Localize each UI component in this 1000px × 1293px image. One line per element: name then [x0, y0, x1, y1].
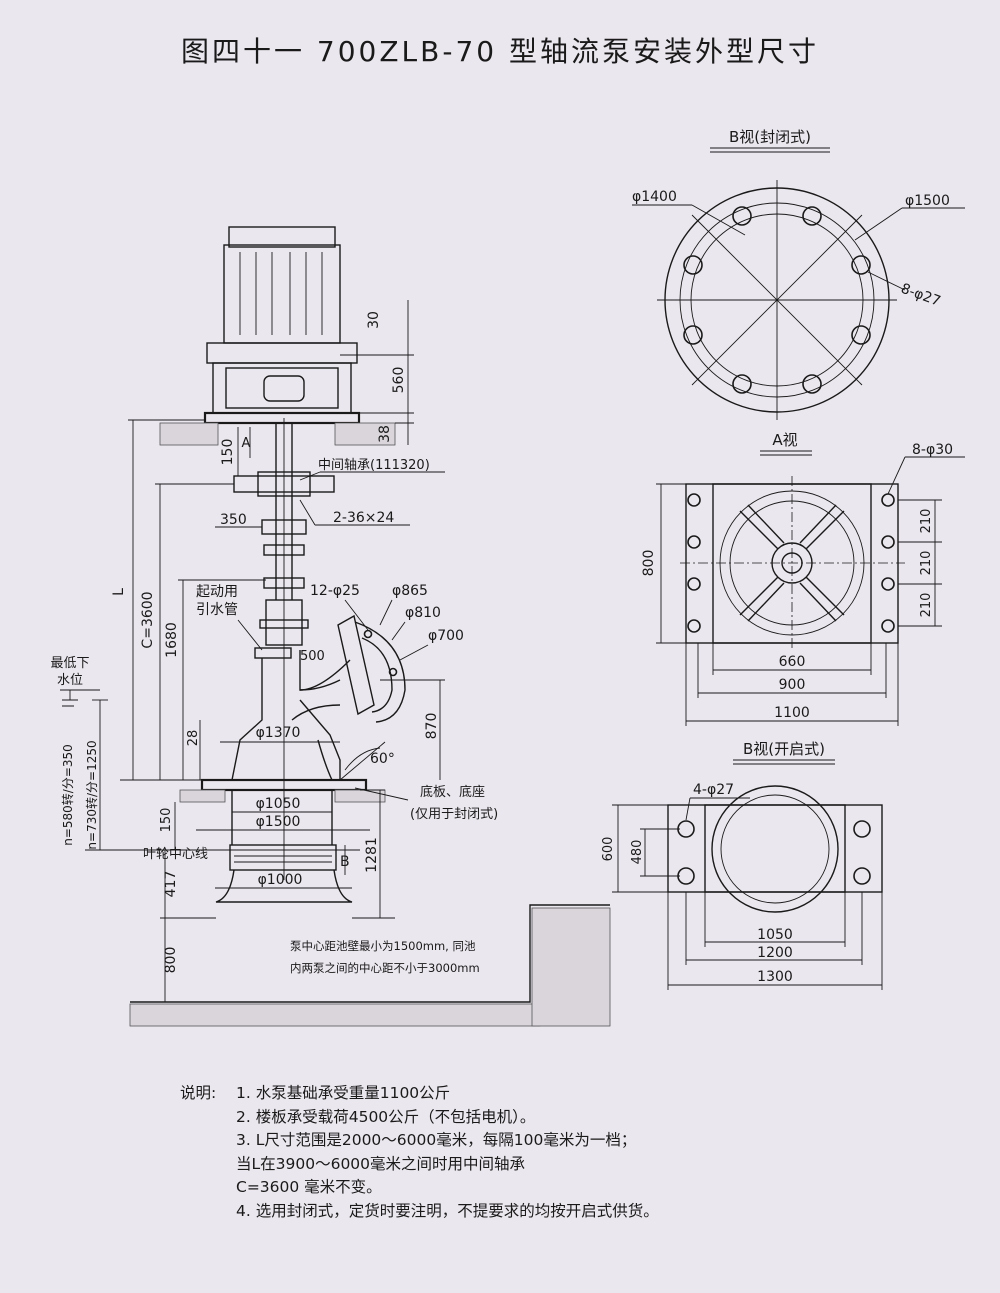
phi810-label: φ810 [405, 605, 441, 621]
pump-note-2: 内两泵之间的中心距不小于3000mm [290, 961, 480, 975]
b-dim-1300: 1300 [757, 969, 793, 985]
a-dim-210-1: 210 [919, 509, 934, 534]
dim-30: 30 [366, 311, 382, 329]
pump-note-1: 泵中心距池壁最小为1500mm, 同池 [290, 939, 476, 953]
dim-870: 870 [424, 713, 440, 740]
motor-body [223, 244, 341, 344]
speed-580: n=580转/分=350 [60, 744, 75, 846]
b-view-open: B视(开启式) 4-φ27 600 480 1050 1200 1300 [601, 740, 883, 990]
a-dim-660: 660 [779, 654, 806, 670]
base-label-2: (仅用于封闭式) [410, 807, 498, 822]
a-dim-900: 900 [779, 677, 806, 693]
low-water-label-2: 水位 [57, 673, 83, 688]
phi700-label: φ700 [428, 628, 464, 644]
phi1000-label: φ1000 [258, 872, 303, 888]
note-3b: 当L在3900～6000毫米之间时用中间轴承 [236, 1154, 526, 1173]
pump-body-left [231, 658, 263, 781]
note-1: 1. 水泵基础承受重量1100公斤 [236, 1084, 451, 1102]
page-title: 图四十一 700ZLB-70 型轴流泵安装外型尺寸 [181, 35, 819, 68]
holes-12-25: 12-φ25 [310, 583, 360, 599]
note-3c: C=3600 毫米不变。 [236, 1178, 382, 1196]
bearing-label: 中间轴承(111320) [318, 458, 430, 473]
b-dim-600: 600 [601, 837, 616, 862]
b-closed-title: B视(封闭式) [729, 128, 811, 146]
bolt-holes-open [677, 820, 871, 885]
dim-350: 350 [220, 512, 247, 528]
dim-38: 38 [377, 425, 393, 443]
bolt-count-open: 4-φ27 [693, 782, 734, 798]
suction-bell [215, 869, 353, 903]
phi1370-label: φ1370 [256, 725, 301, 741]
dim-150-top: 150 [220, 439, 236, 466]
start-pipe-label-2: 引水管 [196, 602, 238, 618]
notes-label: 说明: [180, 1084, 217, 1102]
base-label-1: 底板、底座 [420, 784, 485, 800]
note-3a: 3. L尺寸范围是2000～6000毫米，每隔100毫米为一档； [236, 1131, 637, 1149]
water-level-mark [60, 689, 100, 707]
floor-left [159, 422, 219, 446]
bolt-count-a-view: 8-φ30 [912, 442, 953, 458]
phi1500-label: φ1500 [905, 193, 950, 209]
main-elevation: 最低下 水位 30 560 38 L C=3600 1680 150 A 中间轴… [50, 226, 611, 1027]
phi1050-label: φ1050 [256, 796, 301, 812]
pump-bell [231, 790, 333, 845]
dim-L: L [111, 588, 127, 596]
phi865-label: φ865 [392, 583, 428, 599]
b-dim-1050: 1050 [757, 927, 793, 943]
dim-1281: 1281 [364, 837, 380, 873]
dim-417: 417 [163, 871, 179, 898]
a-dim-210-3: 210 [919, 593, 934, 618]
coupling [263, 375, 305, 402]
dim-500: 500 [300, 649, 325, 664]
dim-150-low: 150 [159, 808, 174, 833]
base-plate [200, 778, 368, 792]
open-outlet-circle [711, 785, 839, 913]
dim-560: 560 [391, 367, 407, 394]
a-dim-800: 800 [641, 550, 657, 577]
bolt-holes-closed [683, 206, 871, 394]
bolts-2-36: 2-36×24 [333, 510, 394, 526]
phi1400-label: φ1400 [632, 189, 677, 205]
motor-stand [212, 362, 352, 414]
note-2: 2. 楼板承受载荷4500公斤（不包括电机）。 [236, 1107, 536, 1126]
dim-c3600: C=3600 [140, 591, 156, 648]
outlet-semicircle [354, 621, 406, 723]
dim-28: 28 [186, 730, 201, 747]
a-view: A视 8-φ30 800 [641, 431, 965, 726]
b-open-title: B视(开启式) [743, 740, 825, 758]
bolt-count-closed: 8-φ27 [899, 281, 943, 310]
impeller-line-label: 叶轮中心线 [143, 847, 208, 862]
angle-60: 60° [370, 751, 395, 767]
phi1500-main-label: φ1500 [256, 814, 301, 830]
priming-pipe [254, 647, 292, 659]
a-view-title: A视 [772, 431, 797, 449]
speed-730: n=730转/分=1250 [84, 740, 99, 849]
floor-right [334, 422, 396, 446]
outlet-flange [337, 614, 375, 716]
start-pipe-label-1: 起动用 [196, 584, 238, 600]
a-dim-1100: 1100 [774, 705, 810, 721]
section-B-marker: B [340, 854, 350, 870]
dim-1680: 1680 [164, 622, 180, 658]
b-view-closed: B视(封闭式) φ1400 φ1500 8-φ27 [632, 128, 965, 420]
b-dim-480: 480 [630, 840, 645, 865]
a-dim-210-2: 210 [919, 551, 934, 576]
b-dim-1200: 1200 [757, 945, 793, 961]
dim-800-main: 800 [163, 947, 179, 974]
notes-block: 说明: 1. 水泵基础承受重量1100公斤 2. 楼板承受载荷4500公斤（不包括… [180, 1082, 659, 1223]
motor-top [228, 226, 336, 248]
section-A-marker: A [242, 436, 251, 451]
low-water-label-1: 最低下 [50, 656, 89, 671]
motor-base-flange [206, 342, 358, 364]
note-4: 4. 选用封闭式，定货时要注明，不提要求的均按开启式供货。 [236, 1201, 659, 1220]
pit-floor [129, 1003, 541, 1027]
